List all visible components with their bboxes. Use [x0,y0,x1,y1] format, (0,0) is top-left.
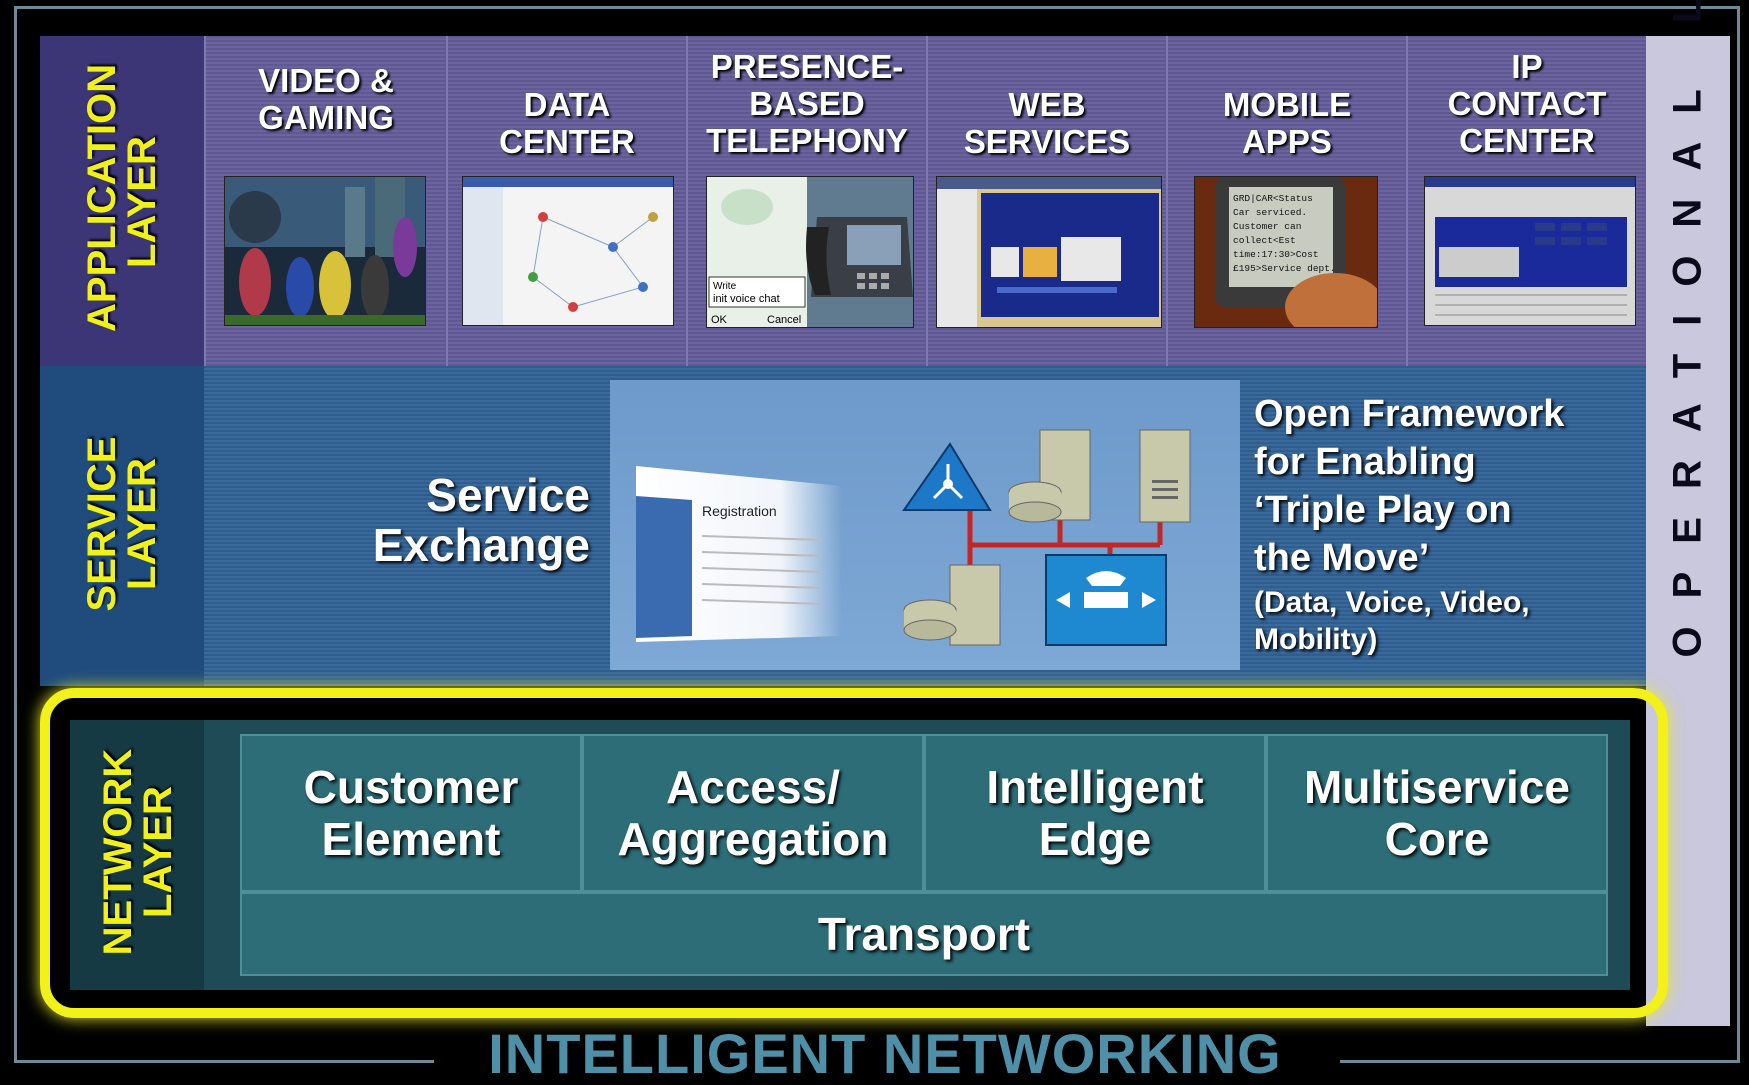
service-label-column [40,366,204,686]
app-column-presence-telephony: PRESENCE- BASED TELEPHONY Write init voi… [686,36,926,366]
service-layer-label: SERVICE LAYER [80,436,164,612]
registration-heading: Registration [702,503,777,519]
network-cell-access-aggregation: Access/ Aggregation [582,734,924,892]
application-label-column [40,36,204,366]
network-cell-label: Customer Element [303,761,519,865]
bottom-rule-left [14,1060,434,1063]
app-label: VIDEO & GAMING [258,62,394,136]
phone-cancel-text: Cancel [767,314,801,326]
network-cell-customer-element: Customer Element [240,734,582,892]
app-column-data-center: DATA CENTER [446,36,686,366]
app-column-mobile-apps: MOBILE APPS GRD|CAR<Status Car serviced.… [1166,36,1406,366]
app-label: PRESENCE- BASED TELEPHONY [706,48,908,159]
framework-subtitle: (Data, Voice, Video, Mobility) [1254,586,1530,656]
contact-center-thumbnail [1424,176,1636,326]
app-label: IP CONTACT CENTER [1447,48,1607,159]
framework-statement: Open Framework for Enabling ‘Triple Play… [1254,393,1565,579]
network-cell-label: Access/ Aggregation [617,761,889,865]
network-cell-label: Multiservice Core [1304,761,1570,865]
phone-ok-text: OK [711,314,728,326]
transport-bar: Transport [240,892,1608,976]
bottom-rule-right [1340,1060,1740,1063]
app-label: WEB SERVICES [963,86,1131,160]
video-gaming-thumbnail [224,176,426,326]
mobile-apps-thumbnail: GRD|CAR<Status Car serviced. Customer ca… [1194,176,1378,328]
network-cell-intelligent-edge: Intelligent Edge [924,734,1266,892]
network-highlight-frame [40,688,1668,1018]
app-column-ip-contact-center: IP CONTACT CENTER [1406,36,1646,366]
operational-layer-label: OPERATIONAL LAYER [1666,0,1711,658]
web-services-thumbnail [936,176,1162,328]
registration-screenshot: Registration [636,466,842,642]
network-cell-label: Intelligent Edge [986,761,1204,865]
app-column-video-gaming: VIDEO & GAMING [204,36,446,366]
phone-chat-text: init voice chat [713,293,780,305]
app-label: MOBILE APPS [1222,86,1352,160]
application-layer-label: APPLICATION LAYER [80,63,164,332]
mobile-screen-text: GRD|CAR<Status Car serviced. Customer ca… [1233,193,1336,274]
outer-frame [14,6,1740,1062]
network-cell-multiservice-core: Multiservice Core [1266,734,1608,892]
transport-label: Transport [817,908,1031,960]
diagram-title: INTELLIGENT NETWORKING [488,1022,1282,1085]
ip-phone-thumbnail: Write init voice chat OK Cancel [706,176,914,328]
data-center-thumbnail [462,176,674,326]
phone-write-text: Write [713,281,737,292]
network-label-column [70,720,204,990]
service-network-graphic [902,429,1191,646]
service-exchange-label: Service Exchange [372,469,590,571]
app-column-web-services: WEB SERVICES [926,36,1166,366]
app-label: DATA CENTER [499,86,635,160]
